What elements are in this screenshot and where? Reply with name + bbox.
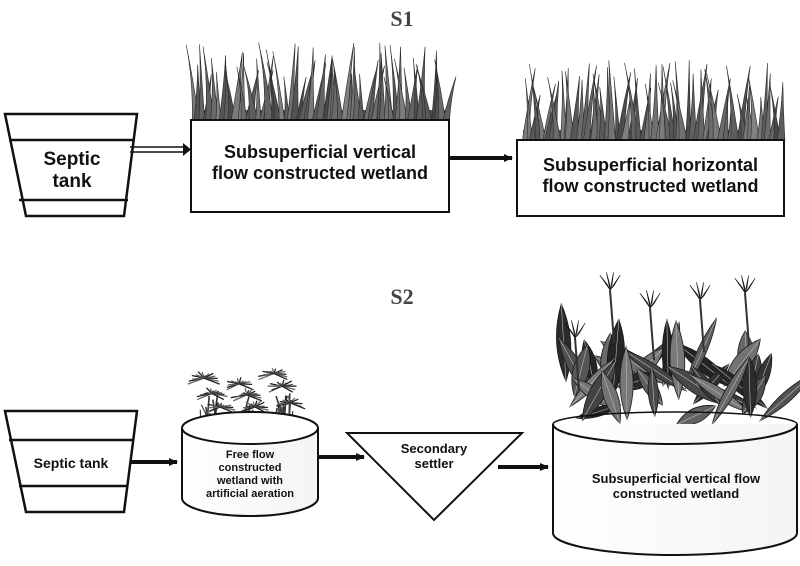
s1-title: S1: [362, 6, 442, 32]
s2-septic-tank-label: Septic tank: [16, 455, 126, 472]
s1-horizontal-wetland-label: Subsuperficial horizontal flow construct…: [519, 155, 782, 197]
s2-vertical-wetland-label: Subsuperficial vertical flow constructed…: [562, 471, 790, 502]
tropical-plants: [556, 272, 800, 425]
s1-arrow-tank-to-vertical: [130, 143, 191, 156]
grass-tuft-horizontal-wetland: [522, 60, 784, 140]
s2-secondary-settler-label: Secondary settler: [374, 441, 494, 472]
s2-title: S2: [362, 284, 442, 310]
s1-septic-tank-label: Septic tank: [22, 149, 122, 194]
s1-vertical-wetland-label: Subsuperficial vertical flow constructed…: [193, 142, 447, 184]
grass-tuft-vertical-wetland: [186, 42, 456, 120]
s2-free-flow-wetland-label: Free flow constructed wetland with artif…: [186, 449, 314, 501]
